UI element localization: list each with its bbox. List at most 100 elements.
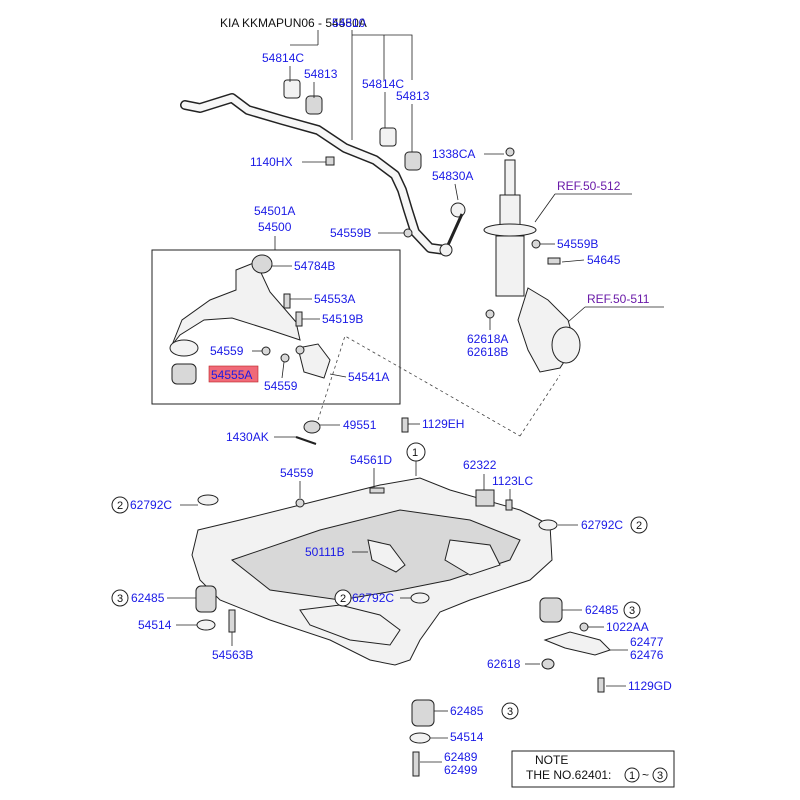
part-54784B[interactable]: 54784B [294,259,335,273]
part-54553A[interactable]: 54553A [314,292,355,306]
bolt-1129GD[interactable] [597,677,605,693]
nut-54559-frame[interactable] [295,498,305,508]
note-circle-3-label: 3 [657,770,663,782]
nut-1022AA[interactable] [579,622,589,632]
nut-54559-arm[interactable] [261,346,271,356]
part-54500[interactable]: 54500 [258,220,292,234]
part-54561D[interactable]: 54561D [350,453,392,467]
callout-3-bottom-label: 3 [507,706,513,718]
part-54563B[interactable]: 54563B [212,648,253,662]
washer-54514-bottom[interactable] [409,732,431,744]
part-1430AK[interactable]: 1430AK [226,430,269,444]
part-54813-right[interactable]: 54813 [396,89,430,103]
washer-62792C-left[interactable] [197,494,219,506]
lower-control-arm[interactable] [169,254,301,357]
nut-62618[interactable] [541,658,555,670]
part-1140HX[interactable]: 1140HX [250,155,292,169]
part-54514-bottom[interactable]: 54514 [450,730,484,744]
washer-54514-left[interactable] [196,619,216,631]
part-62322[interactable]: 62322 [463,458,497,472]
part-62476[interactable]: 62476 [630,648,664,662]
part-54810[interactable]: 54810 [332,16,366,30]
part-62477[interactable]: 62477 [630,635,664,649]
ball-joint-54541A[interactable] [295,343,331,379]
bushing-62485-left[interactable] [195,585,217,613]
part-62485-right[interactable]: 62485 [585,603,619,617]
lower-arm-box [151,249,401,405]
part-54559B-strut[interactable]: 54559B [557,237,598,251]
bushing-62485-right[interactable] [539,597,563,623]
note-circle-1-label: 1 [629,770,635,782]
bracket-50111B[interactable] [367,539,406,573]
stabilizer-link[interactable] [439,202,466,257]
part-50111B[interactable]: 50111B [305,545,345,559]
part-54541A[interactable]: 54541A [348,370,389,384]
leader-54645 [561,259,585,263]
part-49551[interactable]: 49551 [343,418,377,432]
part-62792C-right[interactable]: 62792C [581,518,623,532]
bolt-1123LC[interactable] [505,499,513,511]
part-54645[interactable]: 54645 [587,253,621,267]
part-1123LC[interactable]: 1123LC [492,474,533,488]
part-54519B[interactable]: 54519B [322,312,363,326]
part-54555A[interactable]: 54555A [211,368,252,382]
callout-circle-2-right [630,516,648,534]
part-54559-frame[interactable]: 54559 [280,466,314,480]
nut-62618A[interactable] [485,309,495,319]
part-54501A[interactable]: 54501A [254,204,295,218]
bracket-62476[interactable] [543,631,611,656]
ref-50-512[interactable]: REF.50-512 [557,179,621,193]
note-box [511,750,675,788]
part-54813-left[interactable]: 54813 [304,67,338,81]
leader-ref-511 [567,306,664,323]
nut-54559-joint[interactable] [280,353,290,363]
part-62485-bottom[interactable]: 62485 [450,704,484,718]
stabilizer-bushing-left[interactable] [283,79,323,115]
stabilizer-bushing-right[interactable] [379,127,422,171]
washer-62792C-right[interactable] [538,519,558,531]
bolt-1129EH[interactable] [401,417,409,433]
boot-49551[interactable] [303,420,321,434]
part-62618[interactable]: 62618 [487,657,521,671]
part-54559-joint[interactable]: 54559 [264,379,298,393]
part-54830A[interactable]: 54830A [432,169,473,183]
diagram-title: KIA KKMAPUN06 - 54550A [220,16,367,30]
part-62618B[interactable]: 62618B [467,345,508,359]
part-54814C-right[interactable]: 54814C [362,77,404,91]
part-62792C-left[interactable]: 62792C [130,498,172,512]
steering-knuckle[interactable] [517,287,581,373]
stabilizer-bar[interactable] [180,93,450,255]
ref-50-511[interactable]: REF.50-511 [587,292,650,306]
nut-54559B-link[interactable] [403,228,413,238]
part-54814C-left[interactable]: 54814C [262,51,304,65]
part-62499[interactable]: 62499 [444,763,478,777]
bolt-54561D[interactable] [369,487,385,494]
subframe-crossmember[interactable] [191,477,553,666]
stabilizer-bar-fill [181,94,449,254]
bolt-62489[interactable] [412,751,420,777]
nut-54559B-strut[interactable] [531,239,541,249]
bolt-54563B[interactable] [228,609,236,633]
bushing-54555A[interactable] [171,363,197,385]
part-1129GD[interactable]: 1129GD [628,679,672,693]
bracket-62322[interactable] [475,489,495,507]
bolt-54645[interactable] [547,257,561,265]
strut-assembly[interactable] [483,147,537,297]
washer-62792C-mid[interactable] [410,592,430,604]
bolt-54519B[interactable] [295,311,303,327]
part-54559-arm[interactable]: 54559 [210,344,244,358]
part-1338CA[interactable]: 1338CA [432,147,475,161]
bolt-1140HX[interactable] [325,156,335,166]
part-62489[interactable]: 62489 [444,750,478,764]
part-1022AA[interactable]: 1022AA [606,620,649,634]
part-62792C-mid[interactable]: 62792C [352,591,394,605]
part-1129EH[interactable]: 1129EH [422,417,464,431]
part-62618A[interactable]: 62618A [467,332,508,346]
part-54514-left[interactable]: 54514 [138,618,172,632]
split-pin-1430AK[interactable] [295,436,317,445]
bolt-54553A[interactable] [283,293,291,309]
part-54559B-link[interactable]: 54559B [330,226,371,240]
part-62485-left[interactable]: 62485 [131,591,165,605]
callout-circle-3-bottom [501,702,519,720]
bushing-62485-bottom[interactable] [411,699,435,727]
